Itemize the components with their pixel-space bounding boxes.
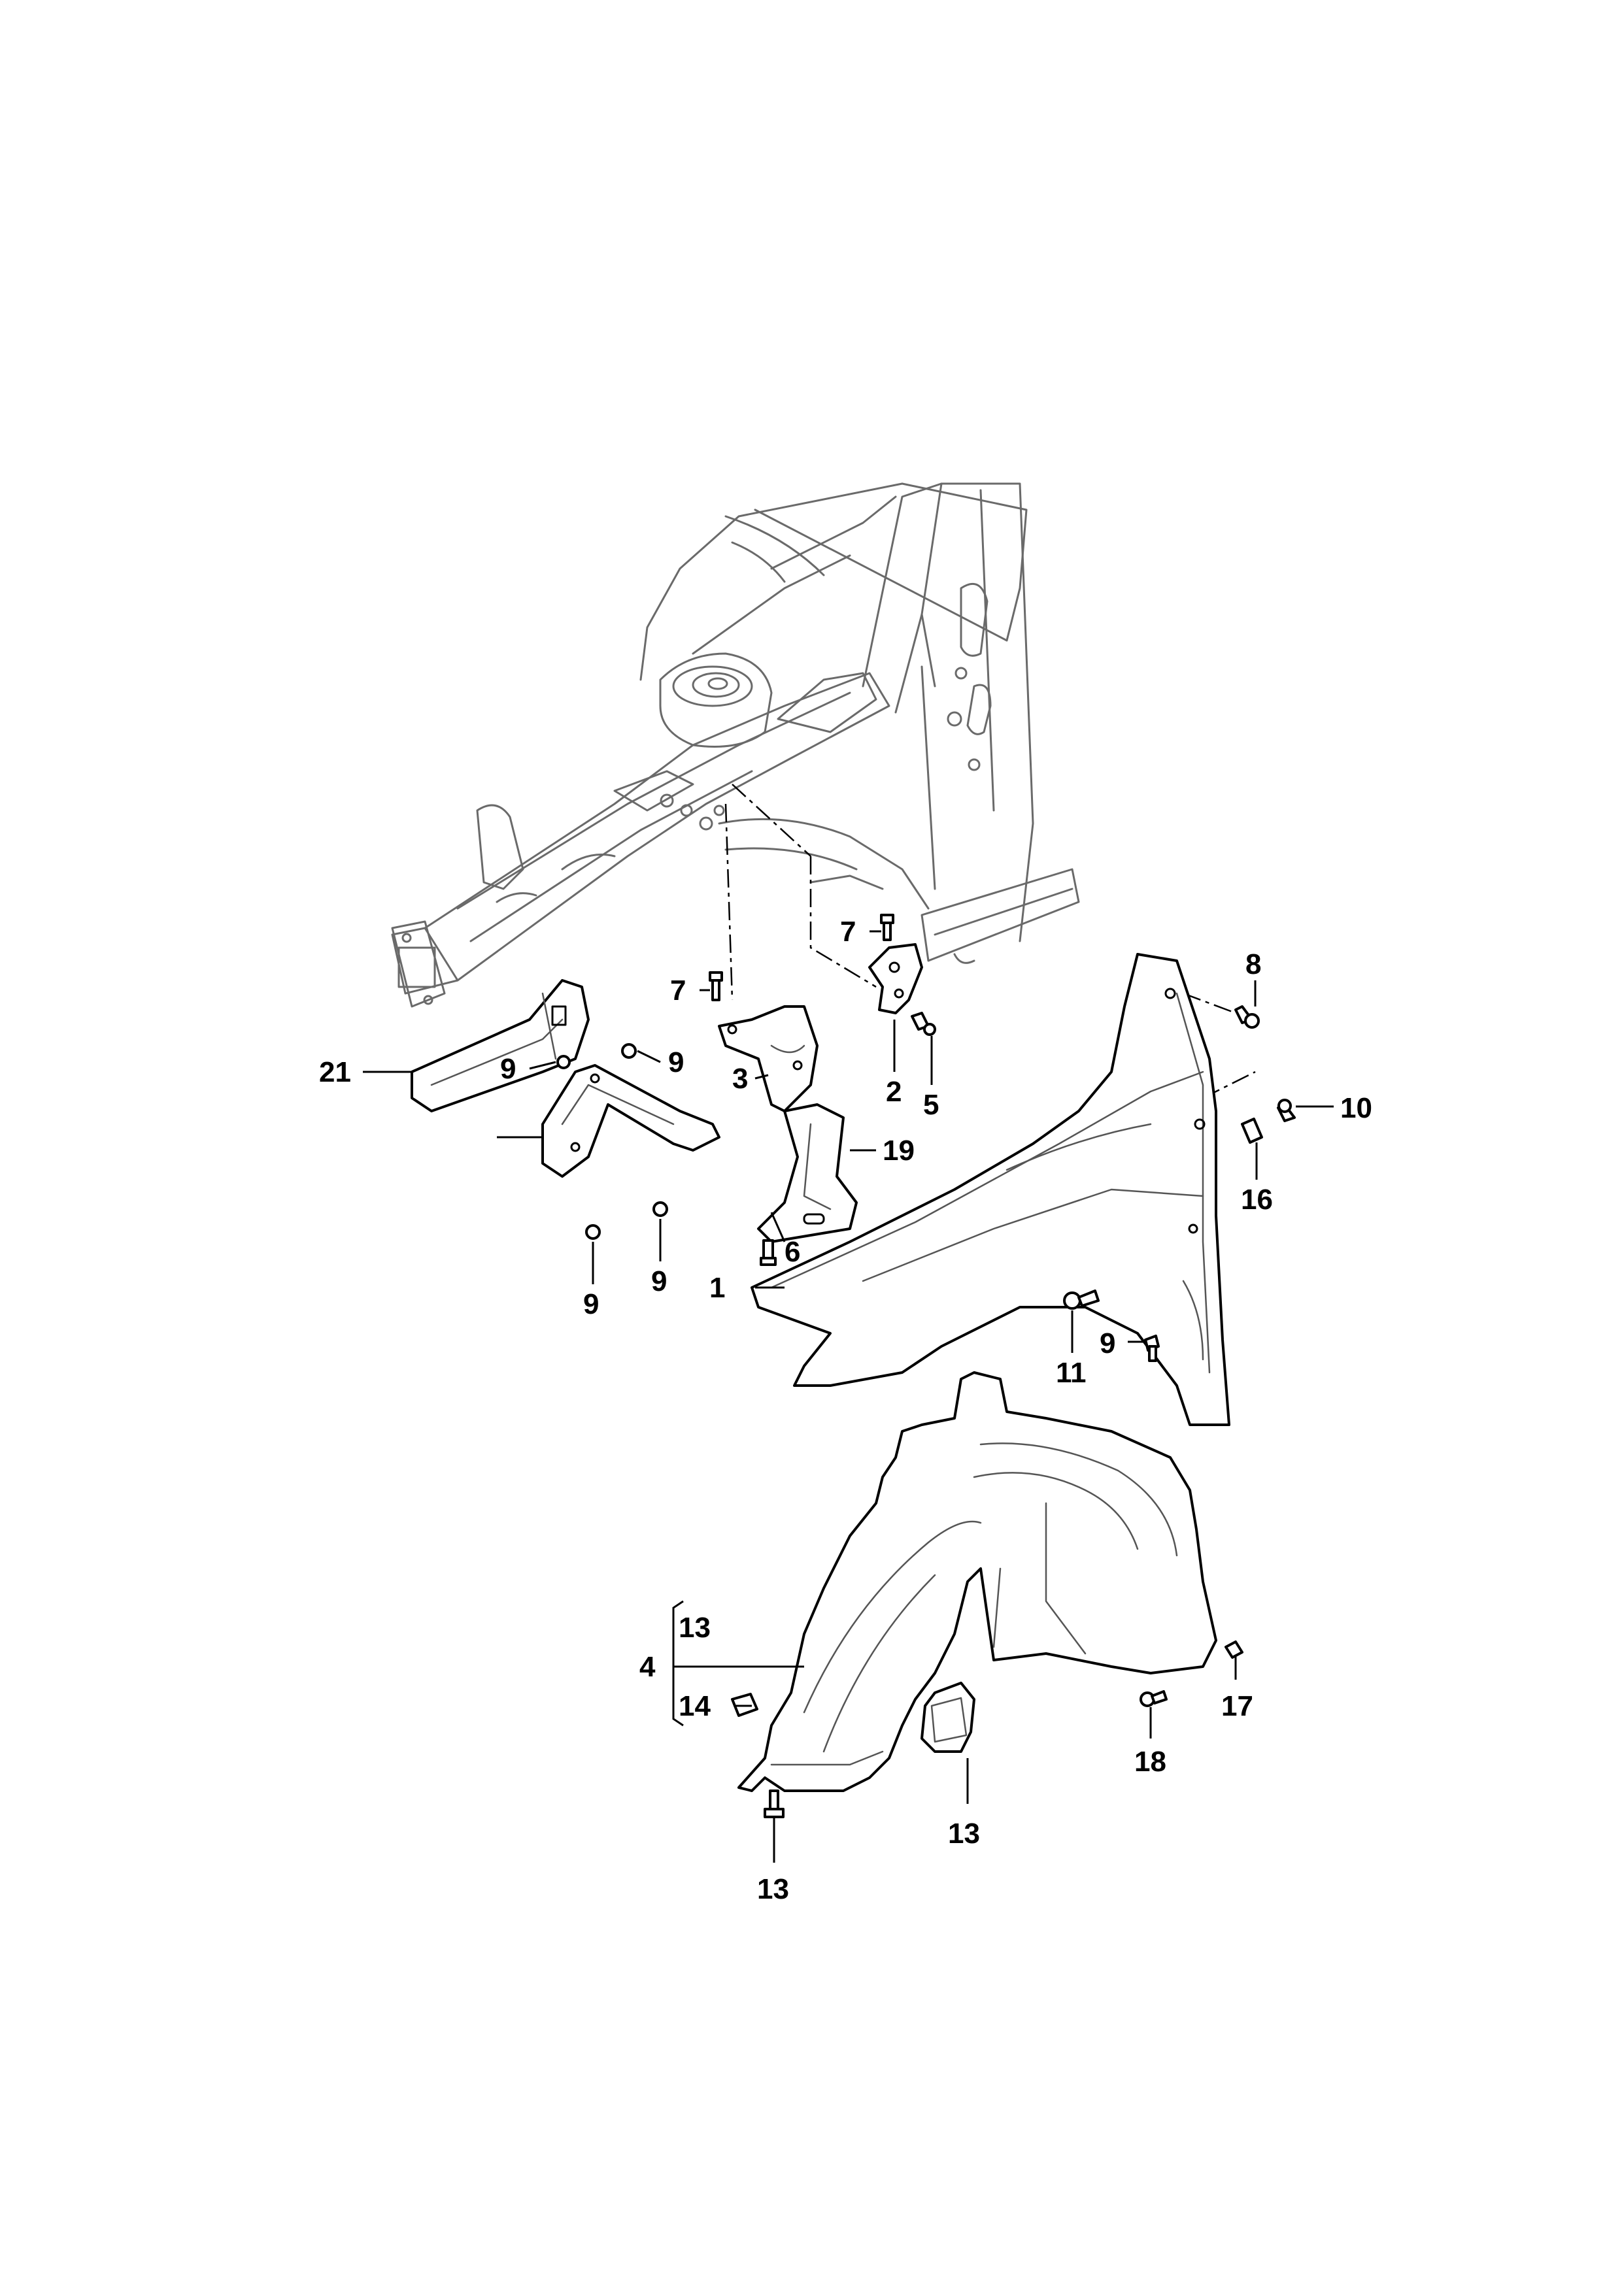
part-19-support (757, 1103, 858, 1243)
callout-7b: 7 (840, 916, 856, 948)
part-3-support (718, 1005, 819, 1112)
leader-lines (363, 930, 1334, 1863)
part-1-fender (751, 953, 1230, 1426)
bolt-8 (1234, 1005, 1260, 1029)
bolt-11 (1063, 1289, 1100, 1310)
callout-2: 2 (886, 1076, 902, 1108)
callout-3: 3 (732, 1063, 748, 1095)
callout-11: 11 (1056, 1357, 1087, 1389)
part-20-bracket (411, 979, 590, 1112)
callout-13a: 13 (679, 1612, 711, 1644)
callout-1: 1 (709, 1272, 725, 1304)
callout-9a: 9 (500, 1053, 516, 1085)
nut-9d (652, 1201, 668, 1217)
bolt-9e (1144, 1335, 1160, 1362)
callout-19: 19 (883, 1135, 915, 1167)
callout-16: 16 (1241, 1184, 1273, 1216)
callout-7a: 7 (670, 974, 686, 1007)
callout-9b: 9 (668, 1046, 684, 1078)
callout-6: 6 (785, 1236, 800, 1268)
fasteners (556, 914, 1296, 1818)
callout-9d: 9 (651, 1265, 667, 1297)
vehicle-body-structure (391, 482, 1080, 1008)
bolt-7b (880, 914, 894, 941)
nut-9a (556, 1055, 571, 1069)
bolt-7a (709, 971, 723, 1001)
callout-4: 4 (639, 1651, 656, 1683)
clip-16 (1241, 1118, 1263, 1144)
bolt-13 (764, 1789, 785, 1818)
callout-8: 8 (1245, 948, 1261, 980)
bolt-10 (1277, 1099, 1296, 1122)
callout-10: 10 (1340, 1092, 1372, 1124)
bolt-6 (760, 1239, 777, 1266)
callout-14: 14 (679, 1690, 711, 1722)
callout-18: 18 (1134, 1746, 1166, 1778)
callout-9c: 9 (583, 1288, 599, 1320)
callout-13b: 13 (948, 1818, 980, 1850)
part-21-bracket (541, 1064, 720, 1178)
nut-9b (621, 1043, 637, 1059)
screw-18 (1140, 1690, 1168, 1707)
part-4-wheel-liner (737, 1371, 1217, 1792)
callout-9e: 9 (1100, 1327, 1115, 1359)
callout-labels: 21 9 9 9 9 7 3 6 19 7 2 5 8 10 16 1 11 9… (319, 916, 1372, 1905)
callout-17: 17 (1221, 1690, 1253, 1722)
callout-13c: 13 (757, 1873, 789, 1905)
screw-17 (1225, 1640, 1243, 1659)
nut-9c (585, 1224, 601, 1240)
callout-20: 21 (319, 1056, 351, 1088)
part-2-bracket (868, 943, 923, 1014)
screw-5 (911, 1012, 936, 1036)
callout-5: 5 (923, 1089, 939, 1121)
